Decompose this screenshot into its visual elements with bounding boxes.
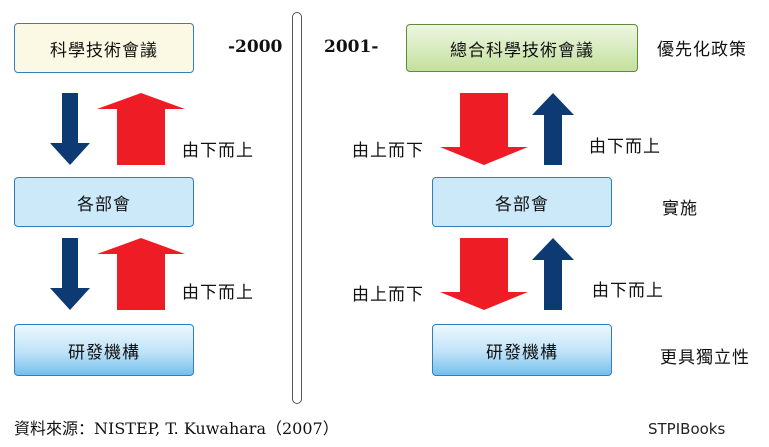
right-bottom-side-note: 更具獨立性 <box>660 348 750 368</box>
right-top-box: 總合科學技術會議 <box>406 24 638 72</box>
right-period-label: 2001- <box>324 37 379 57</box>
right-upper-down-arrow <box>440 93 528 165</box>
right-lower-up-label: 由下而上 <box>592 281 664 301</box>
right-upper-up-arrow <box>532 93 574 165</box>
left-lower-up-arrow <box>97 238 185 310</box>
left-middle-box: 各部會 <box>14 177 194 227</box>
right-bottom-box-label: 研發機構 <box>486 342 558 363</box>
right-bottom-box: 研發機構 <box>432 324 612 376</box>
brand-watermark: STPIBooks <box>648 420 726 438</box>
left-bottom-box-label: 研發機構 <box>68 342 140 363</box>
right-top-side-note: 優先化政策 <box>657 40 747 60</box>
left-top-box: 科學技術會議 <box>14 23 194 73</box>
left-middle-box-label: 各部會 <box>77 194 131 215</box>
left-lower-arrow-label: 由下而上 <box>182 283 254 303</box>
left-upper-up-arrow <box>97 93 185 165</box>
left-top-box-label: 科學技術會議 <box>50 40 158 61</box>
left-bottom-box: 研發機構 <box>14 324 194 376</box>
left-upper-down-arrow <box>50 93 90 165</box>
left-period-label: -2000 <box>228 37 283 57</box>
left-lower-down-arrow <box>50 238 90 310</box>
right-middle-box: 各部會 <box>432 177 612 227</box>
right-lower-down-label: 由上而下 <box>352 285 424 305</box>
source-citation: 資料來源：NISTEP, T. Kuwahara（2007） <box>14 419 339 438</box>
left-upper-arrow-label: 由下而上 <box>182 141 254 161</box>
right-middle-side-note: 實施 <box>662 199 698 219</box>
right-middle-box-label: 各部會 <box>495 194 549 215</box>
period-divider <box>292 12 302 404</box>
right-lower-up-arrow <box>532 238 574 310</box>
right-upper-down-label: 由上而下 <box>352 141 424 161</box>
right-top-box-label: 總合科學技術會議 <box>450 40 594 61</box>
right-lower-down-arrow <box>440 238 528 310</box>
right-upper-up-label: 由下而上 <box>589 137 661 157</box>
